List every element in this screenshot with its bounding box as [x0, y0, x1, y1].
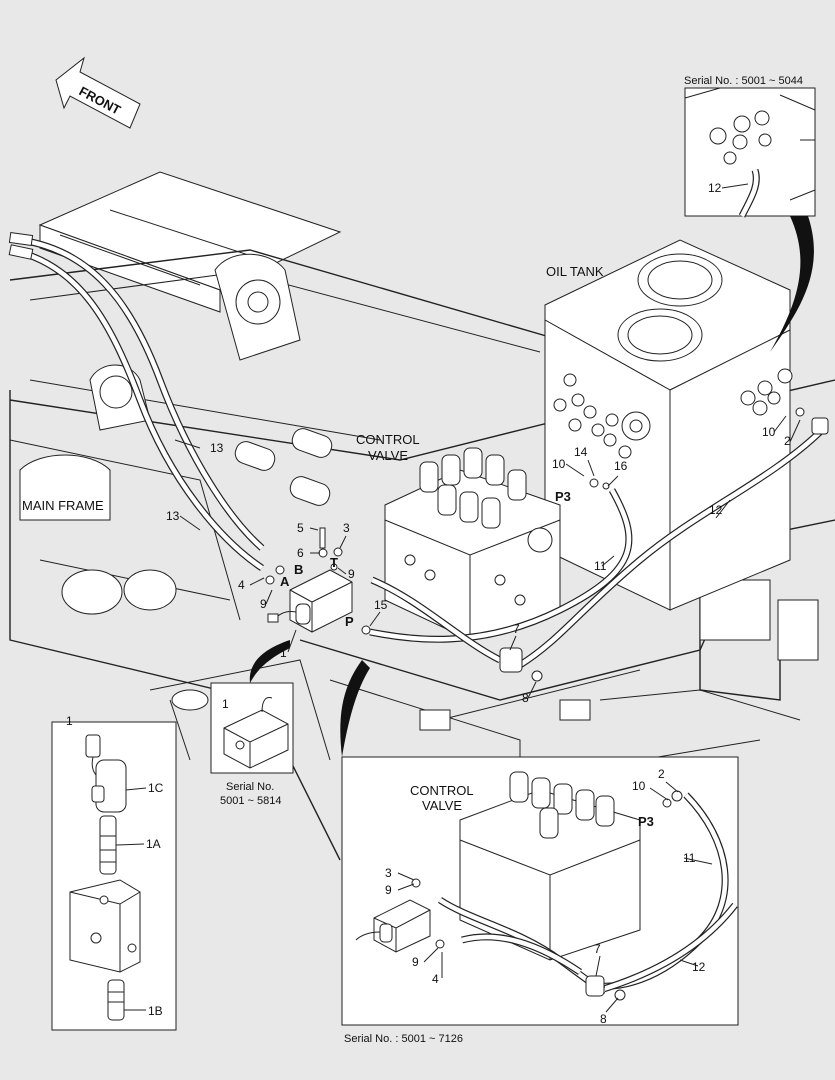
- inset-top-right: Serial No. : 5001 ~ 5044 12: [684, 75, 816, 218]
- port-A: A: [280, 574, 290, 589]
- solenoid-valve-main: [265, 407, 829, 635]
- port-P3: P3: [555, 489, 571, 504]
- inset-callout-9b: 9: [412, 955, 419, 969]
- hose-clamp-7: [499, 647, 523, 673]
- callout-8: 8: [522, 691, 529, 705]
- inset-pointer-small: [249, 640, 290, 683]
- inset-cv-line1: CONTROL: [410, 783, 474, 798]
- inset-callout-4: 4: [432, 972, 439, 986]
- callout-9-right: 9: [348, 567, 355, 581]
- callout-16: 16: [614, 459, 628, 473]
- callout-13-upper: 13: [210, 441, 224, 455]
- callout-3: 3: [343, 521, 350, 535]
- callout-1: 1: [280, 646, 287, 660]
- inset-pointer-bottom: [340, 660, 370, 757]
- inset-port-p3: P3: [638, 814, 654, 829]
- label-control-valve-1: CONTROL: [356, 432, 420, 447]
- control-valve-main: [384, 447, 561, 641]
- port-P: P: [345, 614, 354, 629]
- inset-cv-line2: VALVE: [422, 798, 462, 813]
- label-main-frame: MAIN FRAME: [22, 498, 104, 513]
- inset-small-serial-2: 5001 ~ 5814: [220, 795, 281, 807]
- label-control-valve-2: VALVE: [368, 448, 408, 463]
- inset-callout-8: 8: [600, 1012, 607, 1026]
- valve-spools: [419, 447, 527, 529]
- inset-callout-12: 12: [692, 960, 706, 974]
- inset-pointer-top: [770, 216, 814, 352]
- inset-small-valve: 1 Serial No. 5001 ~ 5814: [210, 682, 294, 807]
- callout-13-lower: 13: [166, 509, 180, 523]
- main-frame-drawing: [9, 171, 835, 861]
- inset-exploded: 1 1C 1A 1B: [51, 714, 177, 1031]
- inset-callout-9a: 9: [385, 883, 392, 897]
- inset-callout-10: 10: [632, 779, 646, 793]
- inset-small-serial-1: Serial No.: [226, 781, 274, 793]
- callout-12: 12: [709, 503, 723, 517]
- hoses-11-12: [369, 429, 823, 682]
- main-callouts: 13 13 5 6 3 9 9 4 1 15 7 8 11 12 10 14 1…: [166, 415, 801, 705]
- label-oil-tank: OIL TANK: [546, 264, 604, 279]
- callout-11: 11: [594, 559, 607, 573]
- callout-6: 6: [297, 546, 304, 560]
- tank-ports: [553, 368, 793, 459]
- callout-14: 14: [574, 445, 588, 459]
- exploded-title: 1: [66, 714, 73, 728]
- oil-tank: [544, 239, 793, 611]
- inset-top-right-serial: Serial No. : 5001 ~ 5044: [684, 75, 803, 87]
- callout-7: 7: [513, 622, 520, 636]
- callout-15: 15: [374, 598, 388, 612]
- callout-2: 2: [784, 434, 791, 448]
- exploded-1C: 1C: [148, 781, 164, 795]
- port-T: T: [330, 555, 338, 570]
- port-B: B: [294, 562, 303, 577]
- callout-4: 4: [238, 578, 245, 592]
- inset-bottom-serial: Serial No. : 5001 ~ 7126: [344, 1033, 463, 1045]
- front-arrow: FRONT: [55, 56, 141, 129]
- callout-10-valve: 10: [552, 457, 566, 471]
- hoses-13: [8, 231, 265, 571]
- exploded-1A: 1A: [146, 837, 161, 851]
- callout-12-inset: 12: [708, 181, 722, 195]
- inset-callout-11: 11: [683, 851, 696, 865]
- bolt-8: [531, 670, 543, 682]
- exploded-1B: 1B: [148, 1004, 163, 1018]
- inset-callout-7: 7: [594, 942, 601, 956]
- callout-10-tank: 10: [762, 425, 776, 439]
- inset-callout-2: 2: [658, 767, 665, 781]
- callout-5: 5: [297, 521, 304, 535]
- callout-9-left: 9: [260, 597, 267, 611]
- inset-callout-3: 3: [385, 866, 392, 880]
- inset-bottom-right: CONTROL VALVE Serial No. : 5001 ~ 7126: [341, 756, 739, 1045]
- inset-small-part: 1: [222, 697, 229, 711]
